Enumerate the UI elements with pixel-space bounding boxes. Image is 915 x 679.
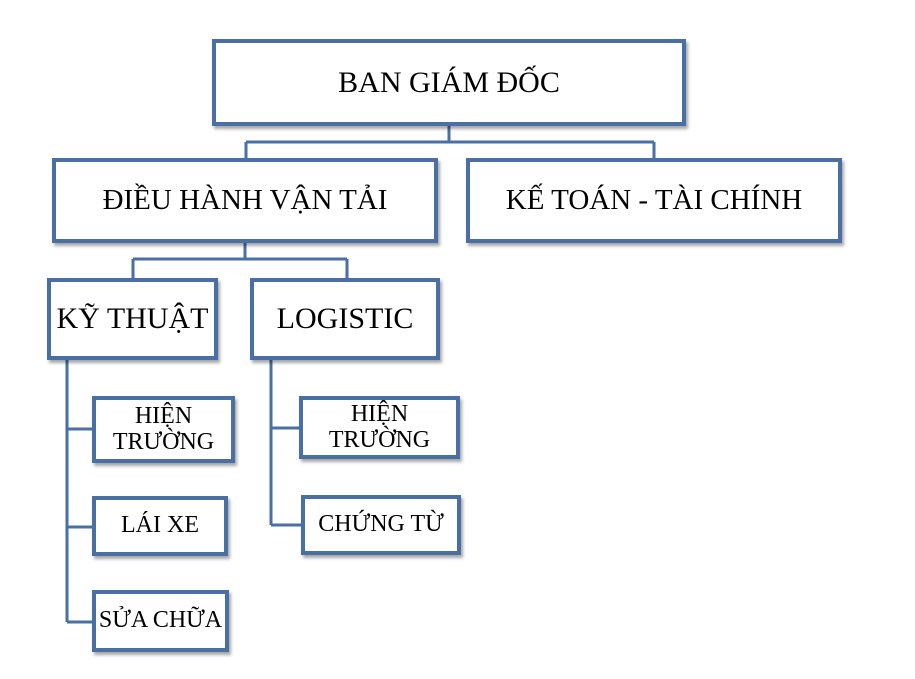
node-board-of-directors-label: BAN GIÁM ĐỐC (338, 65, 560, 99)
node-logistic: LOGISTIC (250, 278, 440, 360)
node-logistic-field: HIỆN TRƯỜNG (299, 396, 460, 459)
node-logistic-label: LOGISTIC (276, 302, 414, 336)
node-technical-repair-label: SỬA CHỮA (98, 607, 223, 634)
node-technical-field-label: HIỆN TRƯỜNG (112, 403, 215, 455)
connector-logistic-to-units (269, 360, 301, 527)
node-transport-operations-label: ĐIỀU HÀNH VẬN TẢI (102, 184, 388, 217)
node-board-of-directors: BAN GIÁM ĐỐC (212, 39, 686, 126)
node-transport-operations: ĐIỀU HÀNH VẬN TẢI (52, 158, 438, 243)
node-logistic-documents: CHỨNG TỪ (301, 495, 461, 555)
connector-root-to-departments (244, 126, 656, 158)
node-technical-repair: SỬA CHỮA (92, 590, 229, 652)
connector-operations-to-divisions (131, 243, 349, 278)
node-technical-field: HIỆN TRƯỜNG (92, 396, 235, 463)
node-technical-driving: LÁI XE (92, 496, 228, 556)
node-technical-driving-label: LÁI XE (121, 512, 199, 539)
node-technical-label: KỸ THUẬT (56, 302, 209, 336)
connector-technical-to-units (65, 360, 92, 624)
node-logistic-documents-label: CHỨNG TỪ (318, 511, 444, 538)
node-logistic-field-label: HIỆN TRƯỜNG (328, 401, 431, 453)
node-accounting-finance: KẾ TOÁN - TÀI CHÍNH (466, 158, 842, 243)
node-technical: KỸ THUẬT (47, 278, 218, 360)
node-accounting-finance-label: KẾ TOÁN - TÀI CHÍNH (505, 184, 803, 217)
